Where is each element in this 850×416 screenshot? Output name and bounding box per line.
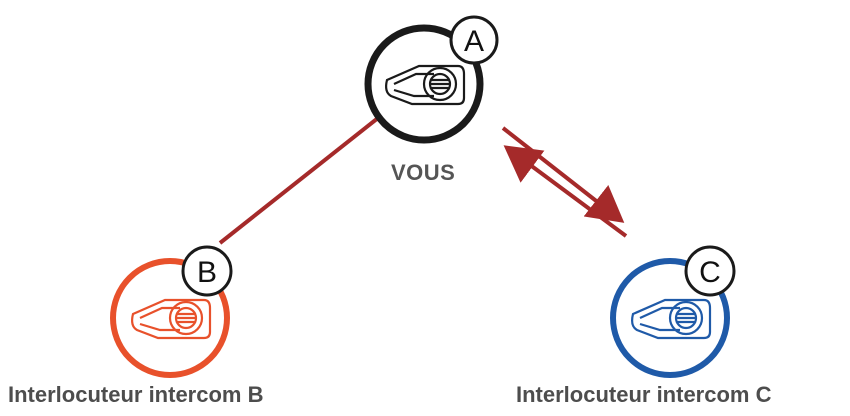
badge-circle-c [684, 245, 736, 297]
intercom-c-label: Interlocuteur intercom C [516, 382, 772, 407]
headset-icon-a [385, 64, 466, 106]
badge-circle-a [449, 15, 499, 65]
badge-label-a: A [464, 25, 484, 58]
device-a: A [364, 15, 499, 144]
device-c: C [610, 245, 736, 378]
device-b: B [110, 245, 233, 378]
intercom-b-label: Interlocuteur intercom B [8, 382, 264, 407]
connection-line-a-b [218, 116, 380, 245]
headset-icon-c [631, 298, 712, 340]
you-label: VOUS [391, 160, 456, 185]
badge-label-b: B [197, 256, 217, 289]
badge-circle-b [181, 245, 233, 297]
arrow-c-to-a [503, 145, 628, 238]
badge-label-c: C [699, 256, 721, 289]
headset-icon-b [131, 298, 212, 340]
arrow-a-to-c [501, 126, 625, 223]
